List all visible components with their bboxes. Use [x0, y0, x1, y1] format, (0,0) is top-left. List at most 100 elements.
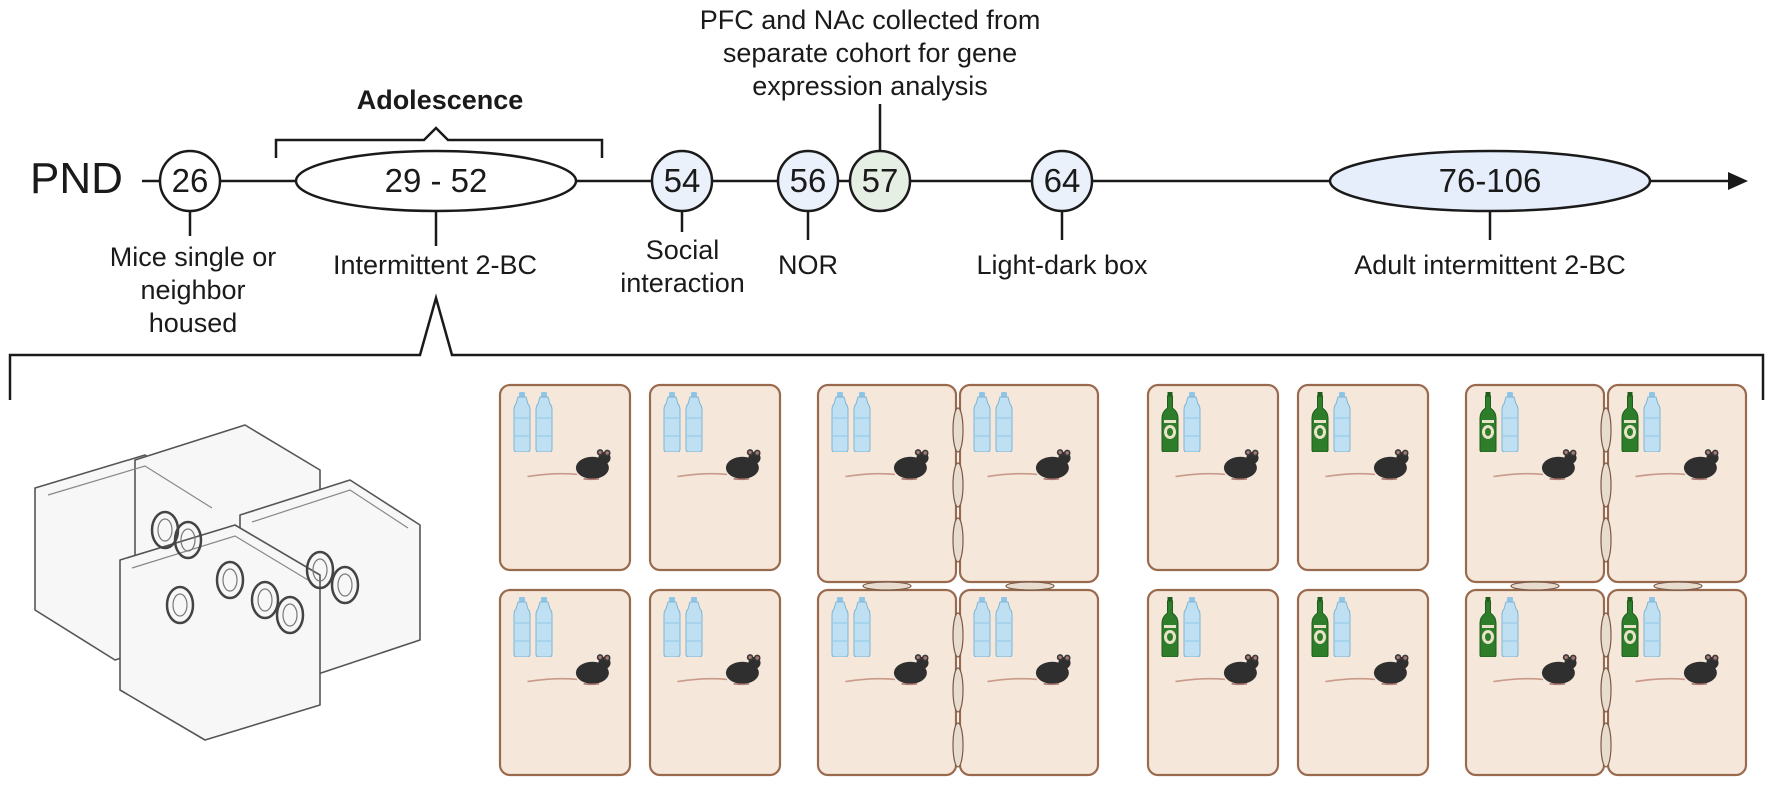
mesh-vertical: [952, 517, 964, 563]
cage-single-beer: [1296, 383, 1430, 572]
mesh-vertical: [952, 612, 964, 658]
water-bottle-icon: [831, 597, 849, 657]
photo-cage-front: [119, 524, 321, 741]
photo-porthole: [173, 520, 203, 560]
cage-box: [498, 588, 632, 777]
timeline-layer: [8, 104, 1765, 400]
water-bottle-icon: [1643, 392, 1661, 452]
adolescence-bracket: [274, 126, 604, 158]
water-bottle-icon: [853, 597, 871, 657]
mesh-horizontal: [1510, 581, 1560, 591]
cage-box: [1146, 588, 1280, 777]
mesh-vertical: [1600, 407, 1612, 453]
photo-porthole-mesh: [180, 528, 196, 552]
photo-porthole-mesh: [257, 588, 273, 612]
cage-neighbor-water: [958, 588, 1100, 777]
mesh-horizontal: [1653, 581, 1703, 591]
water-bottle-icon: [535, 392, 553, 452]
mesh-divider: [952, 407, 964, 453]
photo-porthole: [330, 565, 360, 605]
photo-porthole: [305, 550, 335, 590]
water-bottle-icon: [1501, 597, 1519, 657]
mesh-divider: [1600, 462, 1612, 508]
cage-single-water: [498, 383, 632, 572]
photo-porthole: [275, 595, 305, 635]
mesh-divider: [1510, 581, 1560, 591]
cage-neighbor-water: [816, 383, 958, 584]
water-bottle-icon: [853, 392, 871, 452]
photo-porthole: [215, 560, 245, 600]
adult-drinking-label: Adult intermittent 2-BC: [1354, 250, 1626, 280]
cage-single-water: [648, 588, 782, 777]
mesh-divider: [1600, 517, 1612, 563]
photo-porthole-mesh: [222, 568, 238, 592]
cage-neighbor-water: [816, 588, 958, 777]
cage-box: [498, 383, 632, 572]
node-56-label: 56: [789, 162, 827, 199]
water-bottle-icon: [1333, 392, 1351, 452]
photo-rim: [251, 489, 409, 529]
water-bottle-icon: [535, 597, 553, 657]
cage-neighbor-beer: [1464, 383, 1606, 584]
photo-porthole: [250, 580, 280, 620]
water-bottle-icon: [685, 392, 703, 452]
water-bottle-icon: [973, 597, 991, 657]
mesh-divider: [1005, 581, 1055, 591]
water-bottle-icon: [1183, 597, 1201, 657]
photo-rim: [131, 535, 309, 581]
social-interaction-label: Social interaction: [620, 235, 745, 298]
cage-groups: [498, 383, 1748, 777]
mesh-divider: [952, 462, 964, 508]
mesh-vertical: [952, 667, 964, 713]
mesh-vertical: [952, 407, 964, 453]
housing-event-label: Mice single or neighbor housed: [109, 242, 277, 338]
water-bottle-icon: [1501, 392, 1519, 452]
cage-single-beer: [1296, 588, 1430, 777]
cage-box: [1296, 588, 1430, 777]
detail-expansion-bracket: [8, 293, 1765, 400]
water-bottle-icon: [1643, 597, 1661, 657]
mesh-vertical: [1600, 517, 1612, 563]
water-bottle-icon: [1183, 392, 1201, 452]
water-bottle-icon: [513, 597, 531, 657]
node-54-label: 54: [663, 162, 701, 199]
mesh-divider: [1600, 722, 1612, 768]
node-76-106-label: 76-106: [1438, 162, 1542, 199]
mesh-divider: [1600, 667, 1612, 713]
photo-porthole-mesh: [282, 603, 298, 627]
water-bottle-icon: [973, 392, 991, 452]
mesh-divider: [862, 581, 912, 591]
photo-rim: [47, 465, 213, 509]
mesh-horizontal: [862, 581, 912, 591]
mesh-divider: [1600, 407, 1612, 453]
adolescence-bracket-label: Adolescence: [356, 85, 524, 115]
mesh-divider: [1600, 612, 1612, 658]
photo-porthole-mesh: [172, 593, 188, 617]
adolescent-drinking-label: Intermittent 2-BC: [332, 250, 538, 280]
mesh-divider: [1653, 581, 1703, 591]
water-bottle-icon: [995, 597, 1013, 657]
cage-single-beer: [1146, 383, 1280, 572]
mesh-vertical: [952, 462, 964, 508]
cage-box: [648, 588, 782, 777]
mesh-divider: [952, 612, 964, 658]
cage-box: [648, 383, 782, 572]
pnd-axis-label: PND: [30, 154, 123, 203]
timeline-arrowhead: [1728, 172, 1748, 190]
cage-single-beer: [1146, 588, 1280, 777]
mesh-divider: [952, 517, 964, 563]
mesh-horizontal: [1005, 581, 1055, 591]
mesh-vertical: [1600, 722, 1612, 768]
cage-photo: [34, 424, 421, 741]
water-bottle-icon: [995, 392, 1013, 452]
light-dark-box-label: Light-dark box: [976, 250, 1148, 280]
water-bottle-icon: [663, 597, 681, 657]
cage-neighbor-water: [958, 383, 1100, 584]
cage-neighbor-beer: [1606, 383, 1748, 584]
node-64-label: 64: [1043, 162, 1081, 199]
mesh-vertical: [1600, 462, 1612, 508]
cage-box: [1296, 383, 1430, 572]
photo-porthole-mesh: [312, 558, 328, 582]
